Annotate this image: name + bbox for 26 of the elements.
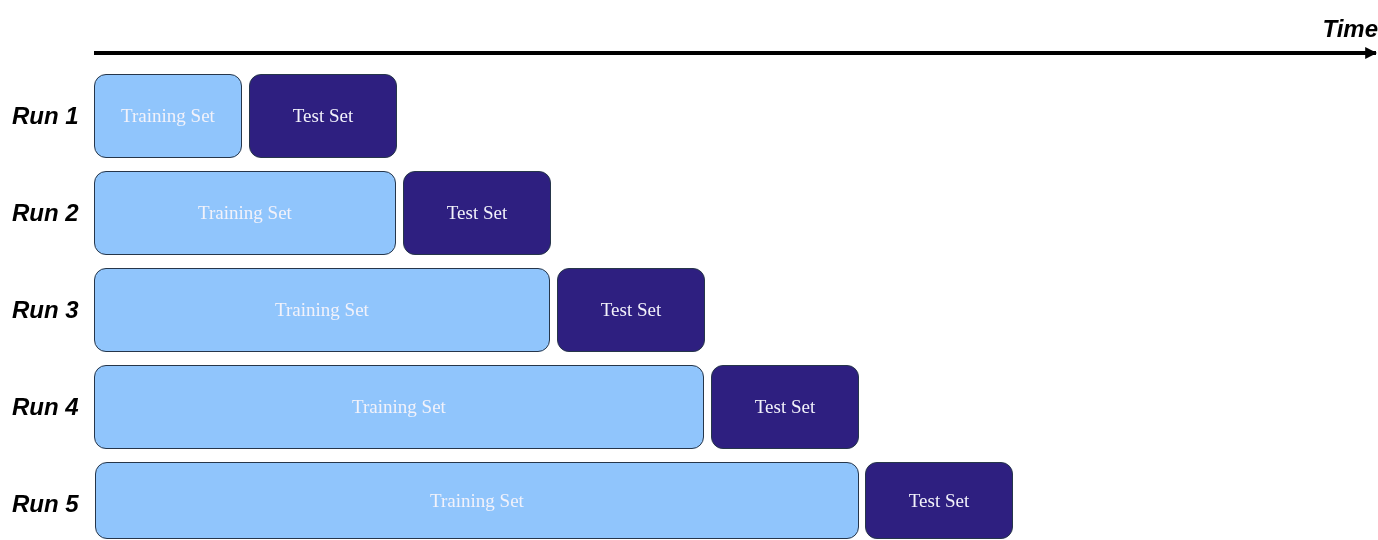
row-label: Run 4 xyxy=(12,393,79,421)
test-set-box xyxy=(403,171,551,255)
box-label: Training Set xyxy=(430,489,524,512)
test-set-box xyxy=(249,74,397,158)
training-set-box xyxy=(94,365,704,449)
row-label: Run 2 xyxy=(12,199,79,227)
row-label: Run 1 xyxy=(12,102,79,130)
training-set-box xyxy=(94,171,396,255)
row-label: Run 3 xyxy=(12,296,79,324)
row-label: Run 5 xyxy=(12,490,79,518)
training-set-box xyxy=(94,268,550,352)
box-label: Test Set xyxy=(754,396,816,418)
box-label: Test Set xyxy=(292,105,354,127)
test-set-box xyxy=(711,365,859,449)
axis-label: Time xyxy=(1322,15,1378,43)
box-label: Training Set xyxy=(198,202,292,224)
box-label: Training Set xyxy=(352,396,446,418)
box-label: Test Set xyxy=(908,489,970,512)
test-set-box xyxy=(865,462,1013,539)
box-label: Test Set xyxy=(446,202,508,224)
test-set-box xyxy=(557,268,705,352)
training-set-box xyxy=(95,462,859,539)
box-label: Training Set xyxy=(275,299,369,321)
training-set-box xyxy=(94,74,242,158)
box-label: Test Set xyxy=(600,299,662,321)
box-label: Training Set xyxy=(121,105,215,127)
